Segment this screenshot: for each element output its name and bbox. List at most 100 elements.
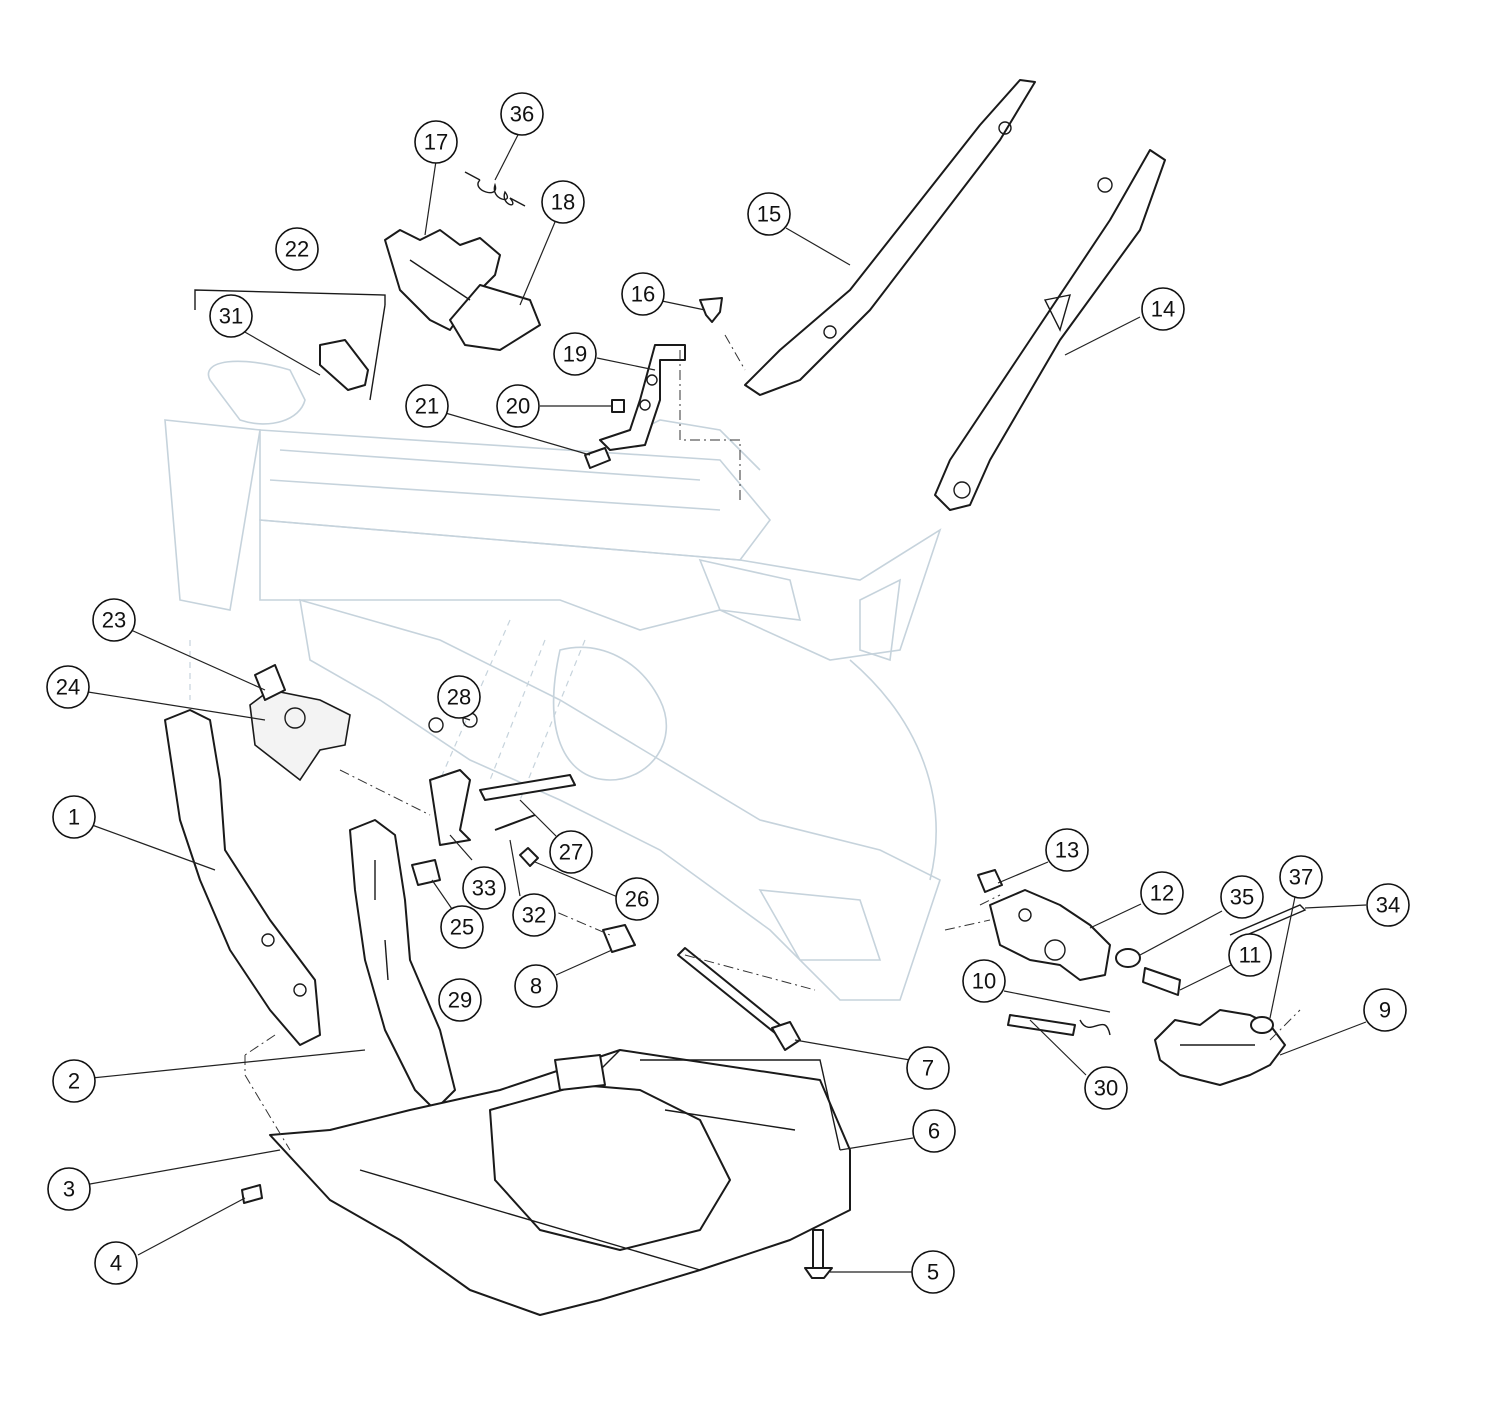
callout-1: 1 [52,795,96,839]
callout-37: 37 [1279,855,1323,899]
svg-text:16: 16 [631,282,655,307]
bracket-12 [989,889,1111,981]
svg-text:27: 27 [559,840,583,865]
long-bolt-7 [677,947,801,1051]
arm-2 [349,819,456,1111]
callout-24: 24 [46,665,90,709]
callout-4: 4 [94,1241,138,1285]
svg-text:26: 26 [625,887,649,912]
svg-text:7: 7 [922,1056,934,1081]
callout-32: 32 [512,893,556,937]
svg-text:8: 8 [530,974,542,999]
svg-text:35: 35 [1230,885,1254,910]
callout-27: 27 [549,830,593,874]
svg-text:32: 32 [522,903,546,928]
assembly-lines [244,334,1301,1151]
svg-text:9: 9 [1379,998,1391,1023]
svg-text:29: 29 [448,988,472,1013]
callout-7: 7 [906,1046,950,1090]
callout-8: 8 [514,964,558,1008]
svg-text:12: 12 [1150,881,1174,906]
callout-9: 9 [1363,988,1407,1032]
clip-34 [1229,904,1307,941]
svg-text:13: 13 [1055,838,1079,863]
callout-20: 20 [496,384,540,428]
leader-lines [87,126,1367,1273]
svg-text:36: 36 [510,102,534,127]
svg-text:4: 4 [110,1251,122,1276]
nut-13 [977,869,1003,893]
bolt-5 [804,1229,833,1279]
bracket-19 [599,344,686,451]
svg-text:2: 2 [68,1069,80,1094]
bolt-11 [1142,967,1181,996]
svg-text:28: 28 [447,685,471,710]
spring-10-30 [1007,1014,1111,1036]
bolt-16 [699,297,723,323]
svg-text:31: 31 [219,304,243,329]
callout-6: 6 [912,1109,956,1153]
callout-29: 29 [438,978,482,1022]
callout-17: 17 [414,120,458,164]
callout-2: 2 [52,1059,96,1103]
rail-15 [744,79,1036,396]
footpeg-left-17 [384,229,541,351]
svg-text:14: 14 [1151,297,1175,322]
svg-text:33: 33 [472,876,496,901]
spacer-8 [602,924,636,953]
motorcycle-frame [164,360,942,1001]
callout-23: 23 [92,598,136,642]
callout-3: 3 [47,1167,91,1211]
svg-text:21: 21 [415,394,439,419]
svg-text:15: 15 [757,202,781,227]
svg-text:25: 25 [450,915,474,940]
bolt-4 [241,1184,263,1204]
svg-text:18: 18 [551,190,575,215]
svg-text:3: 3 [63,1177,75,1202]
callout-13: 13 [1045,828,1089,872]
svg-text:19: 19 [563,342,587,367]
callout-11: 11 [1228,933,1272,977]
svg-text:11: 11 [1239,943,1262,968]
callout-14: 14 [1141,287,1185,331]
callout-18: 18 [541,180,585,224]
callout-33: 33 [462,866,506,910]
washer-35 [1115,948,1141,968]
svg-text:20: 20 [506,394,530,419]
cap-31 [319,339,369,391]
callout-5: 5 [911,1250,955,1294]
callout-28: 28 [437,675,481,719]
callout-19: 19 [553,332,597,376]
callout-15: 15 [747,192,791,236]
callout-30: 30 [1084,1066,1128,1110]
rail-14 [934,149,1166,511]
svg-text:22: 22 [285,237,309,262]
plate-28-33 [428,712,478,846]
callout-35: 35 [1220,875,1264,919]
callout-31: 31 [209,294,253,338]
bolts-26-27-32 [479,774,576,867]
bracket-22-outline [194,289,386,401]
pin-37 [1250,1016,1274,1034]
callout-21: 21 [405,384,449,428]
svg-text:30: 30 [1094,1076,1118,1101]
skid-plate-3-6 [269,1049,851,1316]
svg-text:6: 6 [928,1119,940,1144]
svg-text:23: 23 [102,608,126,633]
callout-10: 10 [962,959,1006,1003]
callout-22: 22 [275,227,319,271]
callout-26: 26 [615,877,659,921]
svg-text:5: 5 [927,1260,939,1285]
svg-text:37: 37 [1289,865,1313,890]
screw-20 [611,399,625,413]
arm-1 [164,709,321,1046]
callout-34: 34 [1366,883,1410,927]
svg-text:24: 24 [56,675,80,700]
svg-text:1: 1 [68,805,80,830]
guard-23-24 [249,664,351,782]
svg-text:10: 10 [972,969,996,994]
spring-36 [464,171,526,207]
callout-36: 36 [500,92,544,136]
callout-16: 16 [621,272,665,316]
